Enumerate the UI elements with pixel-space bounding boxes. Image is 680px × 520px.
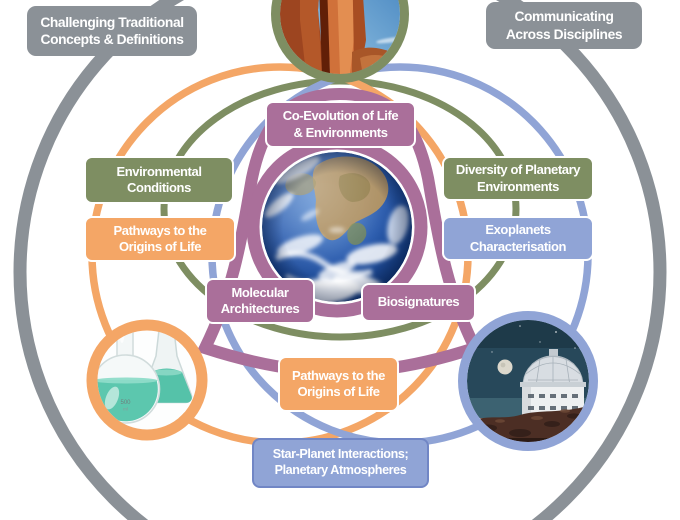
label-biosignatures: Biosignatures: [361, 283, 476, 322]
label-molecular-architectures: Molecular Architectures: [205, 278, 315, 324]
label-co-evolution: Co-Evolution of Life & Environments: [265, 101, 416, 148]
earth-photo: [246, 136, 428, 318]
flask-unit-label: ml: [123, 407, 128, 412]
label-challenging-traditional: Challenging Traditional Concepts & Defin…: [27, 6, 197, 56]
outer-gray-ring: [13, 0, 667, 520]
flask-volume-label: 500: [120, 400, 131, 406]
flask-photo: 500 ml: [86, 319, 208, 441]
label-pathways-origins-left: Pathways to the Origins of Life: [84, 216, 236, 262]
label-exoplanets-characterisation: Exoplanets Characterisation: [442, 216, 594, 261]
label-environmental-conditions: Environmental Conditions: [84, 156, 234, 204]
label-pathways-origins-bottom: Pathways to the Origins of Life: [278, 356, 399, 412]
label-star-planet-interactions: Star-Planet Interactions; Planetary Atmo…: [252, 438, 429, 488]
label-communicating-across-disciplines: Communicating Across Disciplines: [486, 2, 642, 49]
canyon-photo-border: [271, 0, 409, 83]
observatory-photo-border: [458, 311, 598, 451]
label-diversity-planetary-environments: Diversity of Planetary Environments: [442, 156, 594, 201]
moon: [497, 359, 513, 375]
flask-photo-border: [86, 319, 208, 441]
canyon-photo: [271, 0, 409, 83]
observatory-photo: [458, 311, 598, 451]
